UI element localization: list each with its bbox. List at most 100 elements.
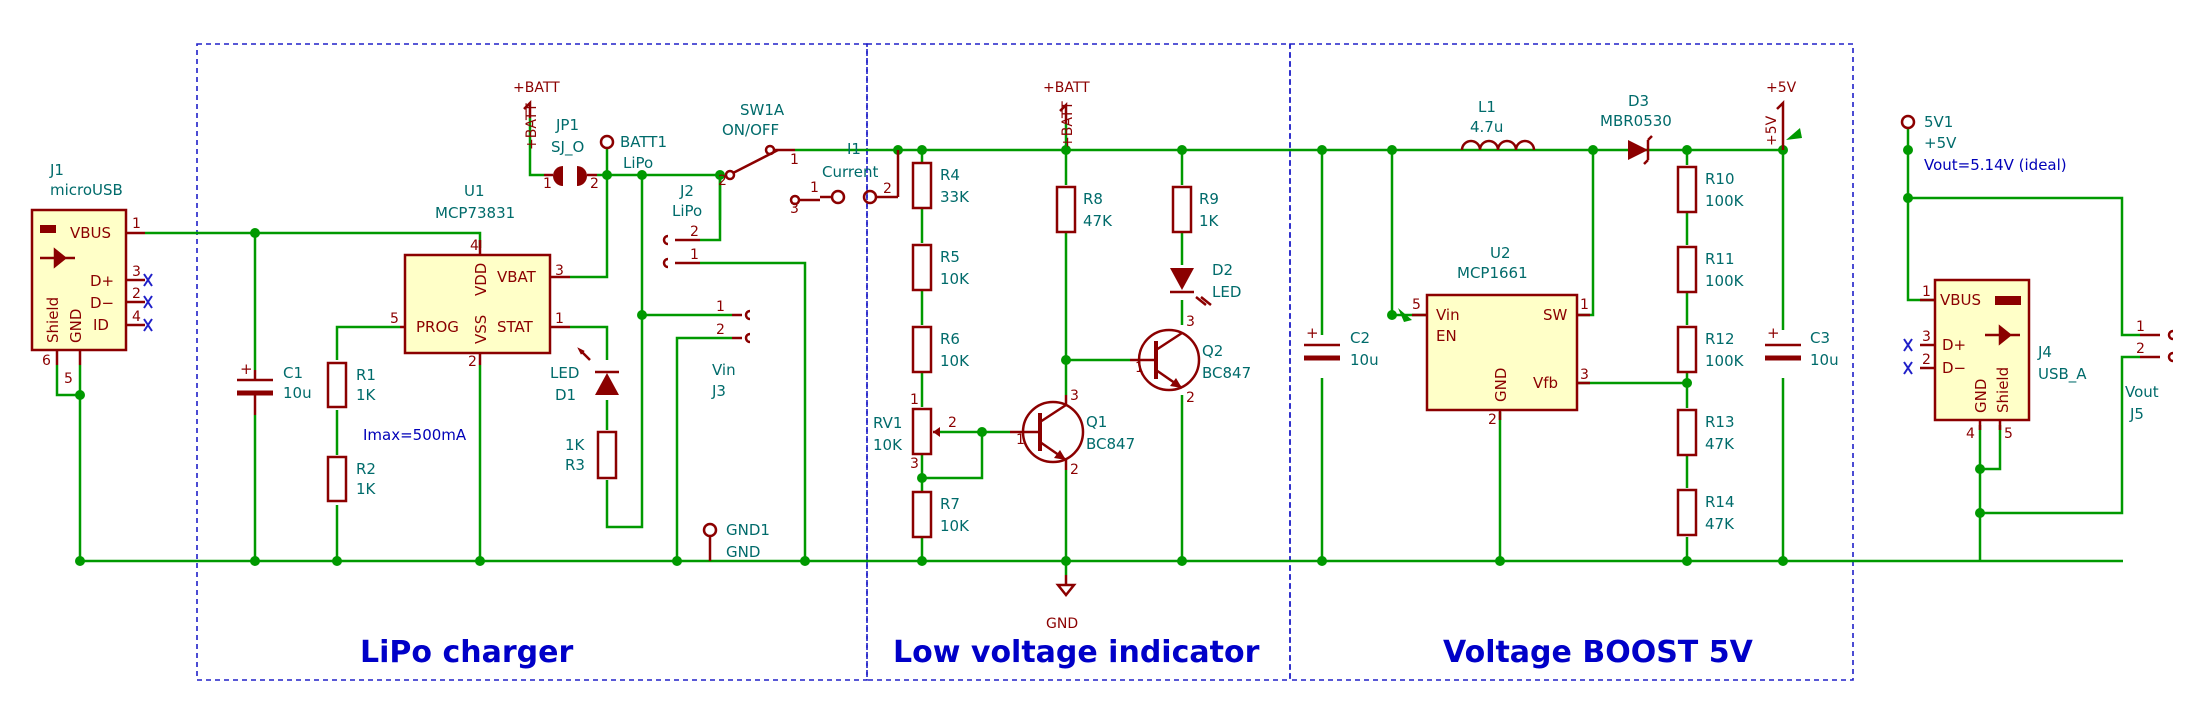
u2-pin-gnd: 2 xyxy=(1488,412,1497,428)
usb-socket-icon xyxy=(40,225,56,233)
u1-pin-stat: 1 xyxy=(555,311,564,327)
rv1-pin3: 3 xyxy=(910,456,919,472)
gnd1-value: GND xyxy=(726,543,760,561)
u2-value: MCP1661 xyxy=(1457,264,1528,282)
r11-value: 100K xyxy=(1705,272,1745,290)
r14-value: 47K xyxy=(1705,515,1735,533)
plus5v-label: +5V xyxy=(1766,80,1797,96)
u1-stat-label: STAT xyxy=(497,318,534,336)
d1-led: LED D1 xyxy=(550,347,619,404)
j4-vbus-label: VBUS xyxy=(1940,291,1981,309)
j1-pin-dp: 3 xyxy=(132,264,141,280)
q1-pin2: 2 xyxy=(1070,462,1079,478)
u2-sw-label: SW xyxy=(1543,306,1568,324)
r9-value: 1K xyxy=(1199,212,1220,230)
c3-value: 10u xyxy=(1810,351,1839,369)
c2-ref: C2 xyxy=(1350,329,1370,347)
j4-dm-label: D− xyxy=(1942,359,1966,377)
j1-ref: J1 xyxy=(49,161,64,179)
j4-dp-label: D+ xyxy=(1942,336,1966,354)
r12-resistor: R12 100K xyxy=(1676,325,1745,374)
r7-value: 10K xyxy=(940,517,970,535)
gnd1-ref: GND1 xyxy=(726,521,770,539)
q2-ref: Q2 xyxy=(1202,342,1223,360)
j1-microusb: J1 microUSB VBUS D+ D− ID Shield GND 1 3… xyxy=(30,161,153,387)
r1-resistor: R1 1K xyxy=(326,361,377,409)
r4-value: 33K xyxy=(940,188,970,206)
j3-connector: 1 2 Vin J3 xyxy=(711,299,751,400)
r5-resistor: R5 10K xyxy=(911,243,970,292)
flag-arrow-icon-2 xyxy=(1786,128,1802,140)
jp1-pin2: 2 xyxy=(590,176,599,192)
imax-note: Imax=500mA xyxy=(363,426,467,444)
q2-pin3: 3 xyxy=(1186,314,1195,330)
d2-led: D2 LED xyxy=(1170,261,1241,306)
j1-dp-label: D+ xyxy=(90,272,114,290)
no-connect-icon-2 xyxy=(1903,338,1913,375)
light-arrow-icon xyxy=(577,347,591,361)
c1-capacitor: + C1 10u xyxy=(237,360,312,415)
j1-pin-shield: 6 xyxy=(42,353,51,369)
gnd-label: GND xyxy=(1046,616,1078,632)
rv1-pin2: 2 xyxy=(948,415,957,431)
j5-pin2: 2 xyxy=(2136,341,2145,357)
r9-resistor: R9 1K xyxy=(1171,185,1220,234)
r13-resistor: R13 47K xyxy=(1676,408,1735,457)
d3-value: MBR0530 xyxy=(1600,112,1672,130)
current-pin2: 2 xyxy=(883,181,892,197)
u1-vss-label: VSS xyxy=(472,315,490,344)
tp-5v1-value: +5V xyxy=(1924,134,1957,152)
j1-pin-vbus: 1 xyxy=(132,216,141,232)
j4-pin-dm: 2 xyxy=(1922,352,1931,368)
batt1-ref: BATT1 xyxy=(620,133,667,151)
tp-5v1-ref: 5V1 xyxy=(1924,113,1953,131)
section-title-charger: LiPo charger xyxy=(360,635,573,670)
boost-section-box xyxy=(1289,43,1854,681)
usb-a-socket-icon xyxy=(1995,296,2021,305)
j4-gnd-label: GND xyxy=(1972,379,1990,413)
j3-ref: J3 xyxy=(711,382,726,400)
r8-ref: R8 xyxy=(1083,190,1103,208)
j5-value: Vout xyxy=(2125,383,2159,401)
vout-note: Vout=5.14V (ideal) xyxy=(1924,156,2067,174)
d2-value: LED xyxy=(1212,283,1241,301)
j4-pin-vbus: 1 xyxy=(1922,284,1931,300)
j1-vbus-label: VBUS xyxy=(70,224,111,242)
j1-pin-dm: 2 xyxy=(132,286,141,302)
r2-value: 1K xyxy=(356,480,377,498)
j1-id-label: ID xyxy=(93,316,109,334)
u2-gnd-label: GND xyxy=(1492,368,1510,402)
r11-ref: R11 xyxy=(1705,250,1735,268)
batt-rot-1: +BATT xyxy=(524,103,540,150)
u1-ref: U1 xyxy=(464,182,485,200)
r3-resistor: 1K R3 xyxy=(565,430,618,480)
r2-resistor: R2 1K xyxy=(326,455,377,503)
jp1-jumper: JP1 SJ_O 1 2 xyxy=(543,116,599,192)
r10-ref: R10 xyxy=(1705,170,1735,188)
c1-plus-icon: + xyxy=(240,360,253,378)
l1-ref: L1 xyxy=(1478,98,1496,116)
d2-ref: D2 xyxy=(1212,261,1233,279)
q1-value: BC847 xyxy=(1086,435,1135,453)
r6-ref: R6 xyxy=(940,330,960,348)
r4-resistor: R4 33K xyxy=(911,161,970,210)
jp1-value: SJ_O xyxy=(551,138,584,157)
c2-value: 10u xyxy=(1350,351,1379,369)
current-pin1: 1 xyxy=(810,180,819,196)
no-connect-icon xyxy=(143,273,153,332)
r4-ref: R4 xyxy=(940,166,960,184)
batt1-value: LiPo xyxy=(623,154,653,172)
plus5v-rot: +5V xyxy=(1764,115,1780,146)
r2-ref: R2 xyxy=(356,460,376,478)
plus5v-power-flag: +5V +5V xyxy=(1764,80,1802,150)
q1-pin1: 1 xyxy=(1016,432,1025,448)
flag-arrow-icon xyxy=(1398,308,1412,322)
u1-vdd-label: VDD xyxy=(472,263,490,296)
j4-pin-dp: 3 xyxy=(1922,329,1931,345)
r10-value: 100K xyxy=(1705,192,1745,210)
gnd-power-flag: GND xyxy=(1046,575,1078,632)
q2-pin2: 2 xyxy=(1186,390,1195,406)
batt-rot-2: +BATT xyxy=(1060,101,1076,148)
j3-value: Vin xyxy=(712,361,736,379)
